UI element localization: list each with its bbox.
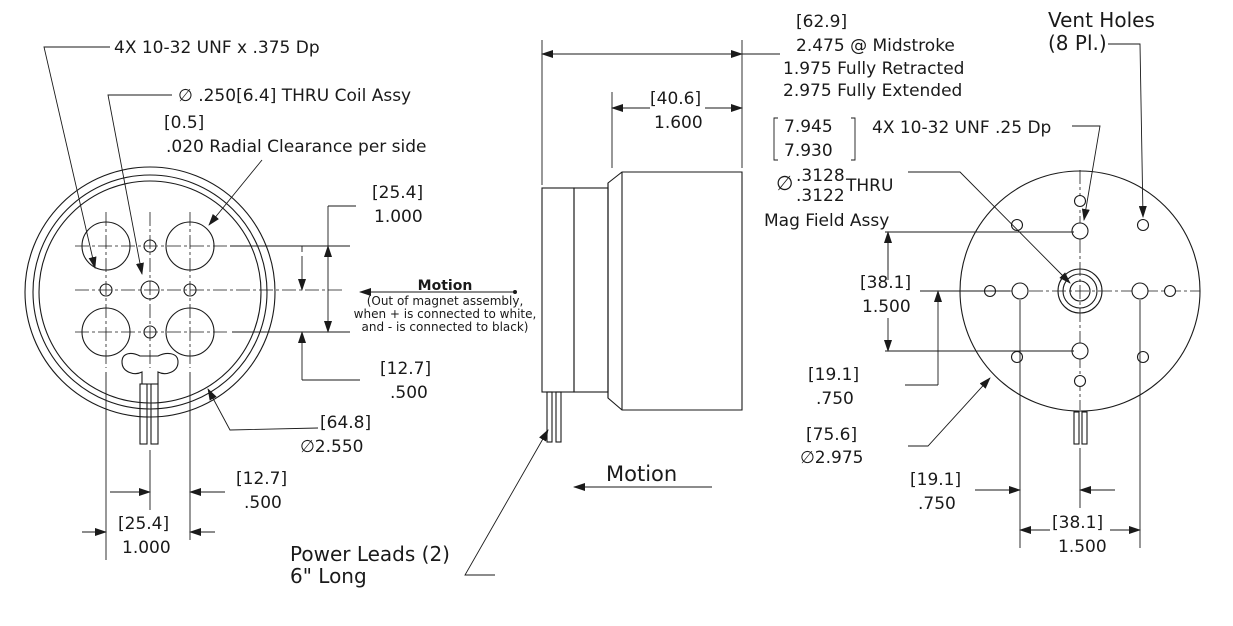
vent-hole xyxy=(1163,284,1177,298)
bore-metric-bottom: 7.930 xyxy=(784,141,833,161)
left-rim-circle xyxy=(32,174,268,410)
right-bottom-1500: 1.500 xyxy=(1058,537,1107,557)
left-thread-note: 4X 10-32 UNF x .375 Dp xyxy=(114,38,320,58)
tapped-hole xyxy=(1131,282,1149,300)
power-lead xyxy=(1081,411,1088,445)
side-body-metric: [40.6] xyxy=(650,89,701,109)
center-bore-mid xyxy=(1062,273,1098,309)
left-dim-1000-metric: [25.4] xyxy=(372,183,423,203)
motion-note-3: and - is connected to black) xyxy=(362,320,529,334)
right-dia-metric: [75.6] xyxy=(806,425,857,445)
annotations: 4X 10-32 UNF x .375 Dp ∅ .250[6.4] THRU … xyxy=(114,8,1155,588)
left-bottom-500-metric: [12.7] xyxy=(236,469,287,489)
power-leads-label: Power Leads (2) xyxy=(290,542,450,566)
side-view xyxy=(464,40,780,576)
motion-title: Motion xyxy=(418,278,473,294)
bore-dia-symbol: ∅ xyxy=(776,171,793,195)
center-bore xyxy=(1069,280,1091,302)
coil-hole xyxy=(165,307,215,357)
tapped-hole xyxy=(1011,282,1029,300)
right-dia: ∅2.975 xyxy=(800,448,863,468)
coil-hole xyxy=(81,307,131,357)
left-bottom-500: .500 xyxy=(244,493,282,513)
bore-top: .3128 xyxy=(796,166,845,186)
side-len-metric: [62.9] xyxy=(796,12,847,32)
coil-body xyxy=(573,187,609,393)
motion-note-2: when + is connected to white, xyxy=(354,307,537,321)
vent-hole xyxy=(1010,218,1024,232)
motion-note-1: (Out of magnet assembly, xyxy=(367,294,524,308)
left-clearance-note: .020 Radial Clearance per side xyxy=(166,137,427,157)
side-len-extended: 2.975 Fully Extended xyxy=(783,81,962,101)
tapped-hole xyxy=(1071,342,1089,360)
right-bottom-750-metric: [19.1] xyxy=(910,470,961,490)
motion-indicator xyxy=(359,288,517,296)
magnet-housing xyxy=(607,171,743,411)
tapped-hole xyxy=(1071,222,1089,240)
side-body-len: 1.600 xyxy=(654,113,703,133)
vent-hole xyxy=(1136,350,1150,364)
left-thru-coil-note: ∅ .250[6.4] THRU Coil Assy xyxy=(178,86,411,106)
left-dia: ∅2.550 xyxy=(300,437,363,457)
bore-metric-top: 7.945 xyxy=(784,117,833,137)
right-bottom-750: .750 xyxy=(918,494,956,514)
left-dim-500-metric: [12.7] xyxy=(380,359,431,379)
vent-holes-label: Vent Holes xyxy=(1048,8,1155,32)
left-bottom-1000: 1.000 xyxy=(122,538,171,558)
power-lead xyxy=(546,391,553,443)
left-clearance-metric: [0.5] xyxy=(164,113,204,133)
vent-hole xyxy=(1010,350,1024,364)
right-dim-1500-metric: [38.1] xyxy=(860,273,911,293)
right-end-view xyxy=(884,43,1201,548)
power-leads-length: 6" Long xyxy=(290,564,367,588)
left-dim-500: .500 xyxy=(390,383,428,403)
tapped-hole xyxy=(143,239,157,253)
right-thread-note: 4X 10-32 UNF .25 Dp xyxy=(872,118,1051,138)
vent-holes-count: (8 Pl.) xyxy=(1048,31,1107,55)
thru-hole xyxy=(140,280,160,300)
lead-bracket xyxy=(121,352,179,385)
left-dim-1000: 1.000 xyxy=(374,207,423,227)
coil-hole xyxy=(165,221,215,271)
power-lead xyxy=(555,391,562,443)
right-dim-750: .750 xyxy=(816,389,854,409)
mag-field-label: Mag Field Assy xyxy=(764,211,889,231)
left-dia-metric: [64.8] xyxy=(320,413,371,433)
tapped-hole xyxy=(99,283,113,297)
tapped-hole xyxy=(183,283,197,297)
power-lead xyxy=(150,383,159,445)
tolerance-brackets xyxy=(773,117,856,161)
bore-thru: THRU xyxy=(845,176,893,196)
right-dim-750-metric: [19.1] xyxy=(808,365,859,385)
left-inner-circle xyxy=(38,180,262,404)
side-len-mid: 2.475 @ Midstroke xyxy=(796,36,955,56)
right-dim-1500: 1.500 xyxy=(862,297,911,317)
vent-hole xyxy=(1073,194,1087,208)
left-bottom-1000-metric: [25.4] xyxy=(118,514,169,534)
right-bottom-1500-metric: [38.1] xyxy=(1052,513,1103,533)
vent-hole xyxy=(1073,374,1087,388)
bore-bottom: .3122 xyxy=(796,186,845,206)
power-lead xyxy=(1073,411,1080,445)
left-end-view xyxy=(24,46,360,560)
coil-hole xyxy=(81,221,131,271)
side-motion-label: Motion xyxy=(606,462,677,486)
side-len-retracted: 1.975 Fully Retracted xyxy=(783,59,964,79)
coil-flange xyxy=(541,187,575,393)
power-lead xyxy=(139,383,148,445)
tapped-hole xyxy=(143,325,157,339)
center-bore-outer xyxy=(1057,268,1103,314)
vent-hole xyxy=(1136,218,1150,232)
left-outer-circle xyxy=(24,166,276,418)
